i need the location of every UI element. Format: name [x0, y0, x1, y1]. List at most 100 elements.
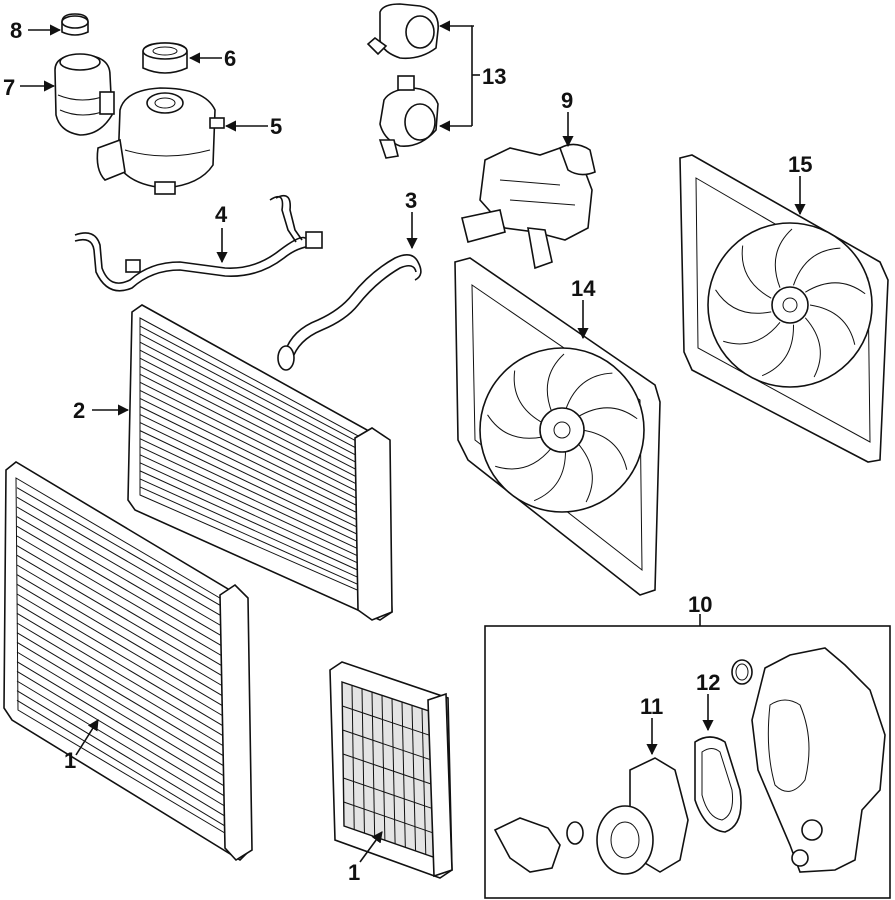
detail-line — [139, 325, 378, 453]
detail-line — [16, 593, 236, 724]
callout-13: 13 — [482, 64, 506, 89]
callout-3: 3 — [405, 188, 417, 213]
detail-line — [16, 583, 236, 714]
detail-line — [16, 496, 236, 625]
detail-line — [16, 661, 236, 793]
detail-line — [342, 753, 435, 786]
part-12-gasket — [694, 736, 742, 833]
callout-12: 12 — [696, 670, 720, 695]
detail-line — [139, 357, 378, 481]
callout-2: 2 — [73, 398, 85, 423]
detail-line — [16, 632, 236, 764]
detail-line — [16, 487, 236, 615]
detail-line — [139, 349, 378, 474]
part-14-fan-shroud — [454, 257, 661, 596]
leader-lines — [20, 20, 806, 863]
detail-line — [16, 545, 236, 674]
callout-11: 11 — [640, 694, 663, 719]
fan-blade — [723, 322, 781, 345]
detail-line — [16, 603, 236, 734]
detail-line — [16, 516, 236, 645]
fan-blade — [761, 324, 794, 377]
detail-line — [139, 470, 378, 580]
fan-blade — [577, 407, 638, 420]
fan-blade — [533, 449, 566, 502]
detail-line — [139, 365, 378, 488]
detail-line — [139, 398, 378, 516]
callout-4: 4 — [215, 202, 228, 227]
callout-1-front-radiator: 1 — [64, 748, 76, 773]
part-4-coolant-hose — [74, 194, 323, 292]
detail-line — [139, 333, 378, 460]
detail-line — [16, 690, 236, 823]
detail-line — [16, 612, 236, 744]
callout-10: 10 — [688, 592, 712, 617]
part-5-coolant-tank — [96, 87, 225, 195]
part-15-fan-shroud — [679, 154, 889, 463]
detail-line — [343, 801, 436, 835]
callout-7: 7 — [3, 75, 15, 100]
part-11-water-pump — [493, 757, 689, 875]
detail-line — [16, 554, 236, 684]
callout-9: 9 — [561, 88, 573, 113]
part-9-thermostat-housing — [461, 143, 596, 270]
part-6-cap — [142, 42, 188, 74]
detail-line — [139, 446, 378, 559]
detail-line — [16, 506, 236, 635]
fan-blade — [513, 370, 544, 424]
fan-blade — [715, 289, 772, 314]
fan-blade — [487, 414, 544, 439]
detail-line — [139, 462, 378, 573]
detail-line — [139, 341, 378, 467]
part-1-auxiliary-radiator — [329, 661, 453, 879]
detail-line — [16, 651, 236, 783]
part-2-radiator — [127, 304, 393, 621]
detail-line — [16, 535, 236, 664]
fan-blade — [741, 245, 772, 299]
callout-5: 5 — [270, 114, 282, 139]
detail-line — [16, 680, 236, 813]
fan-blade — [576, 442, 593, 503]
callout-labels: 8 7 6 5 13 9 4 3 15 14 2 10 12 11 1 1 — [3, 18, 812, 885]
detail-line — [139, 389, 378, 509]
part-7-expansion-tank — [54, 53, 115, 136]
fan-blade — [792, 247, 841, 286]
detail-line — [139, 438, 378, 552]
detail-line — [139, 406, 378, 523]
fan-blade — [805, 282, 866, 295]
detail-line — [139, 422, 378, 538]
part-8-reservoir-cap — [61, 13, 89, 36]
fan-blade — [581, 429, 628, 470]
aux-radiator-grid — [342, 685, 436, 855]
detail-line — [16, 525, 236, 655]
detail-line — [139, 381, 378, 502]
detail-line — [16, 699, 236, 833]
callout-15: 15 — [788, 152, 812, 177]
part-10-group-box — [484, 625, 891, 899]
detail-line — [139, 454, 378, 566]
radiator-2-fins — [139, 325, 378, 594]
fan-blade — [495, 447, 553, 470]
fan-15-blades — [715, 228, 866, 378]
detail-line — [139, 430, 378, 545]
detail-line — [16, 564, 236, 694]
detail-line — [343, 777, 435, 810]
fan-14-blades — [487, 353, 638, 503]
detail-line — [342, 729, 434, 762]
detail-line — [139, 478, 378, 587]
detail-line — [16, 622, 236, 754]
part-1-radiator — [3, 461, 253, 862]
fan-blade — [546, 353, 565, 413]
detail-line — [16, 641, 236, 774]
detail-line — [16, 574, 236, 704]
part-13-aux-water-pumps — [366, 3, 439, 159]
detail-line — [139, 373, 378, 495]
fan-blade — [564, 372, 613, 411]
detail-line — [342, 705, 433, 737]
callout-6: 6 — [224, 46, 236, 71]
part-3-coolant-hose — [277, 254, 422, 371]
callout-8: 8 — [10, 18, 22, 43]
callout-1-aux-radiator: 1 — [348, 860, 360, 885]
fan-blade — [809, 304, 856, 345]
detail-line — [139, 486, 378, 594]
